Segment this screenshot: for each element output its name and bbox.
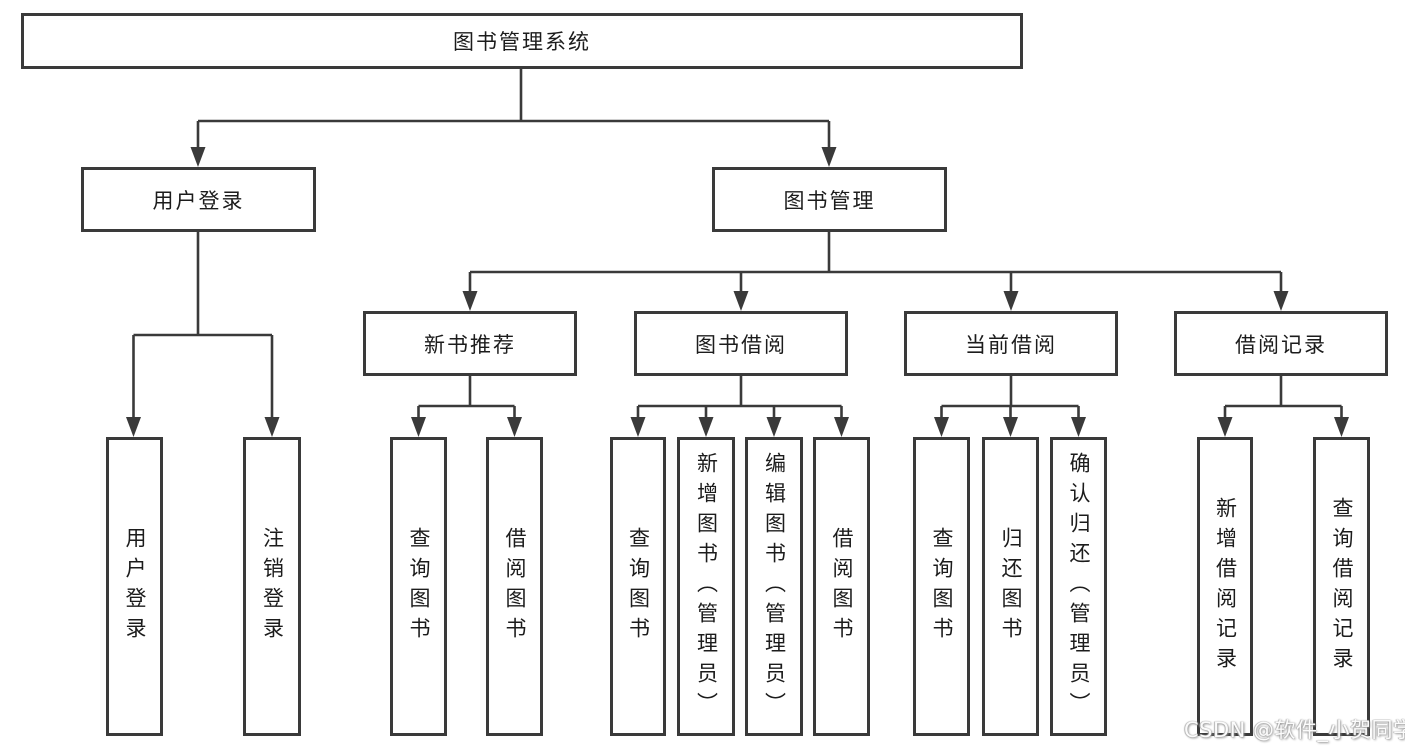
- node-label: 确认归还（管理员）: [1067, 451, 1092, 722]
- node-label: 借阅图书: [830, 526, 855, 647]
- node-label: 查询图书: [407, 526, 432, 647]
- node-new-book-recommend: 新书推荐: [363, 311, 577, 376]
- node-leaf-bb-add-books-admin: 新增图书（管理员）: [677, 437, 735, 736]
- node-leaf-cb-query-books: 查询图书: [913, 437, 970, 736]
- node-label: 查询图书: [930, 526, 955, 647]
- node-borrow-records: 借阅记录: [1174, 311, 1388, 376]
- node-book-borrow: 图书借阅: [634, 311, 848, 376]
- node-leaf-user-login: 用户登录: [106, 437, 163, 736]
- node-label: 新书推荐: [424, 332, 516, 357]
- node-book-management: 图书管理: [712, 167, 947, 232]
- node-label: 用户登录: [152, 188, 245, 213]
- node-leaf-cb-confirm-return-admin: 确认归还（管理员）: [1050, 437, 1107, 736]
- node-leaf-br-add-record: 新增借阅记录: [1197, 437, 1253, 736]
- node-leaf-logout: 注销登录: [243, 437, 301, 736]
- node-label: 借阅记录: [1235, 332, 1327, 357]
- node-leaf-nb-query-books: 查询图书: [390, 437, 447, 736]
- node-label: 新增借阅记录: [1213, 496, 1238, 677]
- node-leaf-bb-edit-books-admin: 编辑图书（管理员）: [745, 437, 803, 736]
- node-label: 注销登录: [260, 526, 285, 647]
- node-leaf-bb-query-books: 查询图书: [610, 437, 666, 736]
- node-label: 归还图书: [999, 526, 1024, 647]
- node-user-login: 用户登录: [81, 167, 316, 232]
- arrowhead-icons: [126, 147, 1349, 437]
- node-leaf-br-query-record: 查询借阅记录: [1313, 437, 1370, 736]
- node-label: 图书管理: [783, 188, 876, 213]
- node-current-borrow: 当前借阅: [904, 311, 1118, 376]
- node-system-root: 图书管理系统: [21, 13, 1023, 69]
- node-label: 图书管理系统: [453, 30, 591, 54]
- node-leaf-cb-return-books: 归还图书: [982, 437, 1039, 736]
- node-label: 用户登录: [123, 526, 148, 647]
- node-label: 借阅图书: [503, 526, 528, 647]
- node-leaf-nb-borrow-books: 借阅图书: [486, 437, 543, 736]
- node-label: 查询图书: [626, 526, 651, 647]
- node-label: 图书借阅: [695, 332, 787, 357]
- node-leaf-bb-borrow-books: 借阅图书: [813, 437, 870, 736]
- node-label: 编辑图书（管理员）: [762, 451, 787, 722]
- node-label: 查询借阅记录: [1330, 496, 1355, 677]
- node-label: 当前借阅: [965, 332, 1057, 357]
- csdn-watermark: CSDN @软件_小贺同学: [1184, 718, 1405, 742]
- node-label: 新增图书（管理员）: [694, 451, 719, 722]
